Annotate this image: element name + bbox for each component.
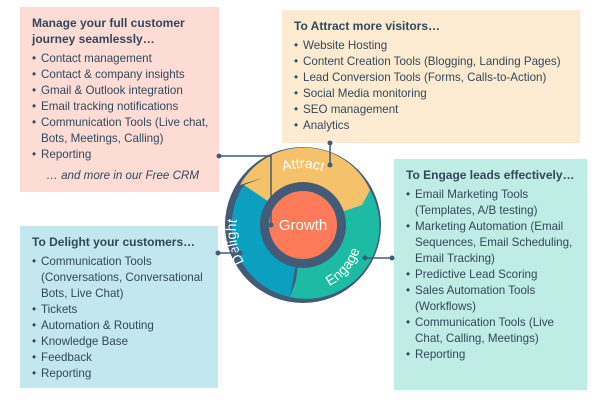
list-item: Predictive Lead Scoring [406, 267, 579, 283]
engage-list: Email Marketing Tools (Templates, A/B te… [406, 187, 579, 363]
list-item: Sales Automation Tools (Workflows) [406, 283, 579, 315]
crm-list: Contact management Contact & company ins… [32, 51, 211, 163]
list-item: Communication Tools (Conversations, Conv… [32, 254, 210, 302]
connector-dots [215, 140, 395, 261]
list-item: Contact management [32, 51, 211, 67]
crm-features-box: Manage your full customer journey seamle… [20, 7, 219, 192]
list-item: Website Hosting [294, 38, 572, 54]
engage-features-box: To Engage leads effectively… Email Marke… [394, 159, 587, 390]
list-item: Email tracking notifications [32, 99, 211, 115]
attract-label: Attract [280, 155, 327, 174]
list-item: Feedback [32, 350, 210, 366]
delight-list: Communication Tools (Conversations, Conv… [32, 254, 210, 382]
crm-footer: … and more in our Free CRM [46, 169, 199, 182]
crm-connector [219, 155, 272, 225]
connector-dot [362, 255, 368, 261]
connector-dot [327, 162, 333, 168]
list-item: SEO management [294, 102, 572, 118]
list-item: Lead Conversion Tools (Forms, Calls-to-A… [294, 70, 572, 86]
list-item: Reporting [406, 347, 579, 363]
attract-title: To Attract more visitors… [294, 19, 441, 33]
connector-dot [268, 222, 274, 228]
list-item: Analytics [294, 118, 572, 134]
list-item: Reporting [32, 147, 211, 163]
engage-title: To Engage leads effectively… [406, 168, 575, 182]
attract-label-text: Attract [280, 155, 327, 174]
list-item: Communication Tools (Live Chat, Calling,… [406, 315, 579, 347]
list-item: Contact & company insights [32, 67, 211, 83]
list-item: Automation & Routing [32, 318, 210, 334]
connector-dot [216, 153, 222, 159]
connector-dot [215, 250, 221, 256]
crm-title: Manage your full customer journey seamle… [32, 16, 185, 46]
list-item: Content Creation Tools (Blogging, Landin… [294, 54, 572, 70]
list-item: Social Media monitoring [294, 86, 572, 102]
delight-features-box: To Delight your customers… Communication… [20, 226, 218, 388]
list-item: Email Marketing Tools (Templates, A/B te… [406, 187, 579, 219]
connector-dot [237, 250, 243, 256]
delight-title: To Delight your customers… [32, 235, 196, 249]
attract-features-box: To Attract more visitors… Website Hostin… [282, 10, 580, 143]
list-item: Knowledge Base [32, 334, 210, 350]
attract-list: Website Hosting Content Creation Tools (… [294, 38, 572, 134]
list-item: Tickets [32, 302, 210, 318]
list-item: Gmail & Outlook integration [32, 83, 211, 99]
connectors [218, 143, 392, 259]
list-item: Reporting [32, 366, 210, 382]
list-item: Marketing Automation (Email Sequences, E… [406, 219, 579, 267]
list-item: Communication Tools (Live chat, Bots, Me… [32, 115, 211, 147]
connector-dot [327, 140, 333, 146]
connector-dot [389, 255, 395, 261]
growth-center [269, 191, 337, 259]
growth-label: Growth [279, 217, 327, 234]
